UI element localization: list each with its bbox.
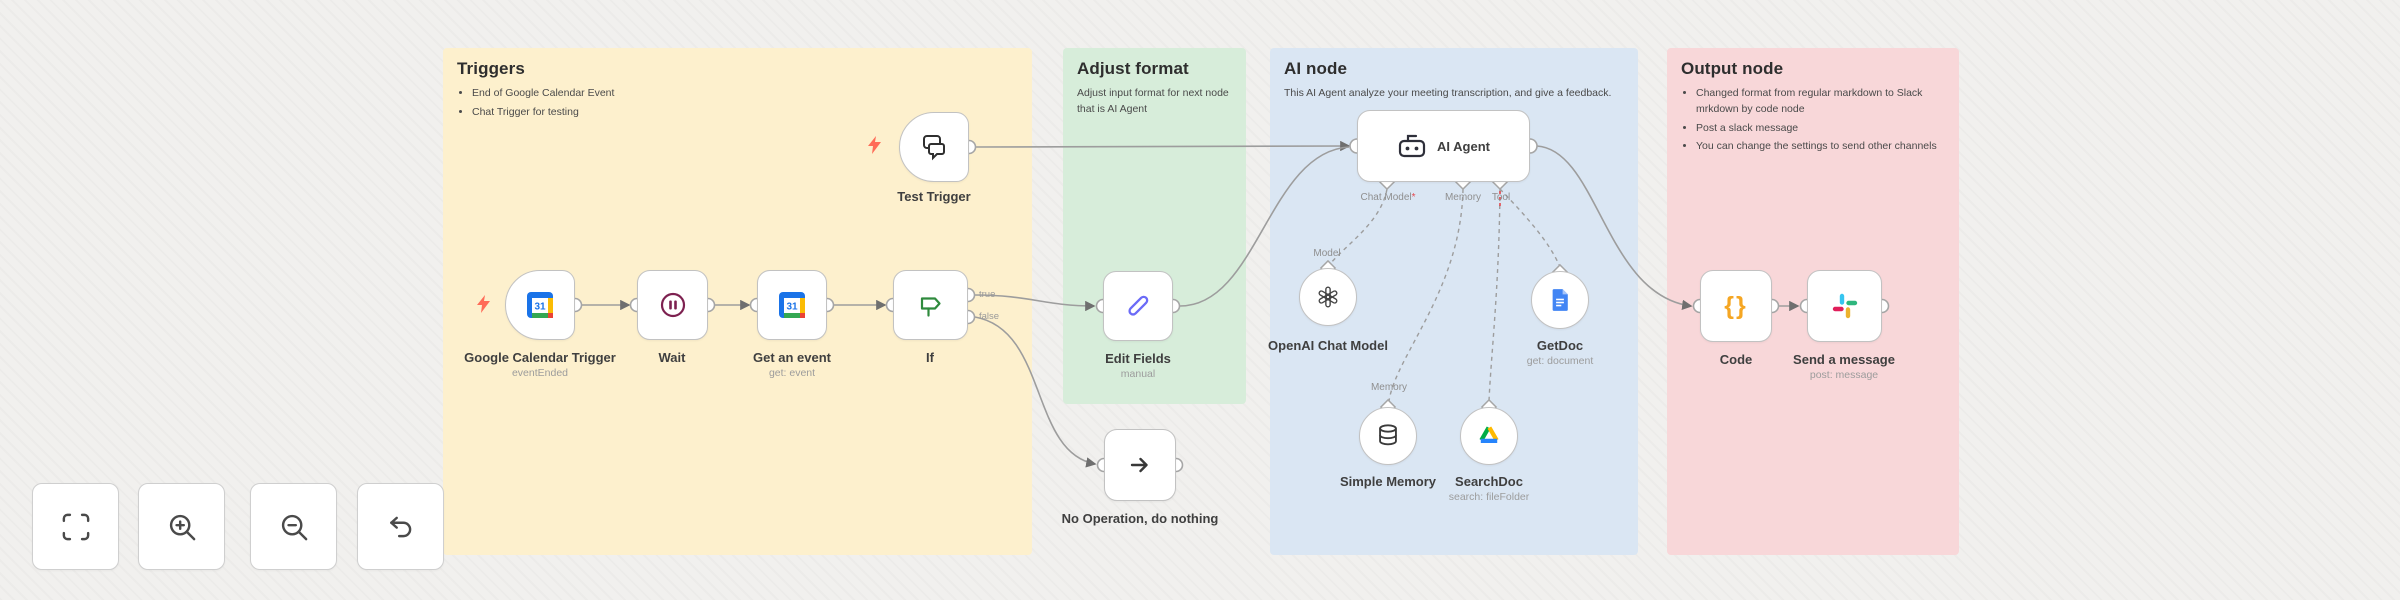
code-braces-icon: {} <box>1724 291 1748 320</box>
node-label: OpenAI Chat Model <box>1268 338 1388 353</box>
node-label: AI Agent <box>1437 138 1490 154</box>
robot-icon <box>1398 134 1426 158</box>
node-get-an-event[interactable]: 31 <box>757 270 827 340</box>
sticky-notes-list: Changed format from regular markdown to … <box>1681 86 1945 155</box>
branch-label-true: true <box>979 289 996 300</box>
svg-text:31: 31 <box>786 302 798 313</box>
node-label: Google Calendar Trigger <box>464 350 616 365</box>
google-calendar-icon: 31 <box>527 292 553 318</box>
zoom-out-button[interactable] <box>250 483 337 570</box>
node-getdoc[interactable] <box>1531 271 1589 329</box>
node-subtitle: get: event <box>768 367 816 379</box>
sticky-bullet: Changed format from regular markdown to … <box>1696 86 1945 118</box>
ai-port-label-chat-model: Chat Model* <box>1360 192 1416 203</box>
fit-view-button[interactable] <box>32 483 119 570</box>
sticky-title-output-node: Output node <box>1681 59 1784 78</box>
node-simple-memory[interactable] <box>1359 407 1417 465</box>
node-label: No Operation, do nothing <box>1061 511 1219 526</box>
node-code[interactable]: {} <box>1700 270 1772 342</box>
node-searchdoc[interactable] <box>1460 407 1518 465</box>
branch-label-false: false <box>979 311 1000 322</box>
node-label: Simple Memory <box>1339 474 1437 489</box>
node-subtitle: post: message <box>1809 369 1879 381</box>
ai-port-label-tool: Tool <box>1491 192 1511 203</box>
node-label: Get an event <box>752 350 832 365</box>
pen-icon <box>1128 295 1149 316</box>
google-calendar-icon: 31 <box>779 292 805 318</box>
node-label: Code <box>1719 352 1753 367</box>
node-label: Send a message <box>1793 352 1895 367</box>
pause-icon <box>660 292 685 318</box>
slack-icon <box>1832 293 1857 319</box>
node-label: SearchDoc <box>1455 474 1523 489</box>
signpost-icon <box>920 297 941 317</box>
arrow-right-icon <box>1130 457 1148 473</box>
google-docs-icon <box>1552 289 1568 311</box>
subnode-port-label-model: Model <box>1313 248 1341 259</box>
node-subtitle: search: fileFolder <box>1448 491 1530 503</box>
node-label: GetDoc <box>1536 338 1584 353</box>
svg-text:31: 31 <box>534 302 546 313</box>
sticky-bullet: Post a slack message <box>1696 121 1945 137</box>
node-ai-agent[interactable]: AI Agent <box>1357 110 1530 182</box>
fit-view-icon <box>62 513 89 540</box>
required-marker: * <box>1411 192 1416 203</box>
node-wait[interactable] <box>637 270 708 340</box>
node-send-a-message[interactable] <box>1807 270 1882 342</box>
sticky-description: This AI Agent analyze your meeting trans… <box>1284 87 1612 99</box>
sticky-title-adjust-format: Adjust format <box>1077 59 1189 78</box>
node-subtitle: get: document <box>1526 355 1594 367</box>
sticky-notes-list: End of Google Calendar Event Chat Trigge… <box>457 86 1018 121</box>
chat-icon <box>923 135 945 161</box>
sticky-title-ai-node: AI node <box>1284 59 1348 78</box>
node-label: Wait <box>658 350 686 365</box>
zoom-in-icon <box>169 514 195 540</box>
sticky-bullet: End of Google Calendar Event <box>472 86 1018 102</box>
subnode-port-label-memory: Memory <box>1370 382 1408 393</box>
node-subtitle: manual <box>1120 368 1156 380</box>
undo-icon <box>389 516 411 537</box>
node-label: Test Trigger <box>897 189 971 204</box>
node-edit-fields[interactable] <box>1103 271 1173 341</box>
google-drive-icon <box>1479 426 1499 443</box>
node-if[interactable] <box>893 270 968 340</box>
zoom-out-icon <box>281 514 307 540</box>
zoom-in-button[interactable] <box>138 483 225 570</box>
node-google-calendar-trigger[interactable]: 31 <box>505 270 575 340</box>
node-no-operation[interactable] <box>1104 429 1176 501</box>
sticky-description: Adjust input format for next node that i… <box>1077 87 1229 115</box>
sticky-bullet: You can change the settings to send othe… <box>1696 139 1945 155</box>
node-subtitle: eventEnded <box>511 367 569 379</box>
openai-icon <box>1318 286 1338 308</box>
node-label: Edit Fields <box>1105 351 1171 366</box>
ai-port-label-memory: Memory <box>1444 192 1482 203</box>
sticky-bullet: Chat Trigger for testing <box>472 105 1018 121</box>
node-label: If <box>926 350 934 365</box>
sticky-title-triggers: Triggers <box>457 59 525 78</box>
undo-button[interactable] <box>357 483 444 570</box>
node-test-trigger[interactable] <box>899 112 969 182</box>
node-openai-chat-model[interactable] <box>1299 268 1357 326</box>
database-icon <box>1379 424 1397 446</box>
